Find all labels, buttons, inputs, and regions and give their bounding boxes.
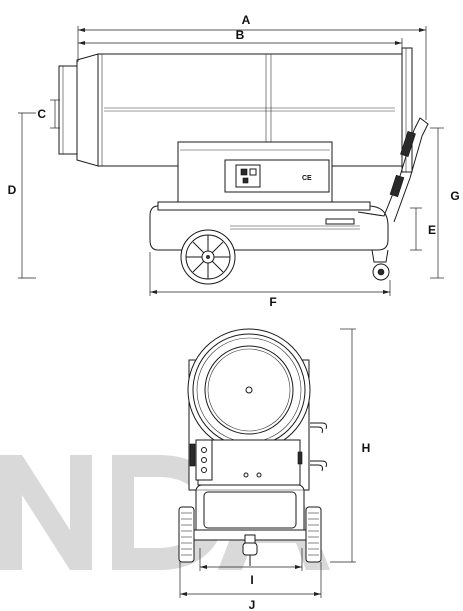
handle-grip-upper bbox=[400, 130, 416, 158]
front-caster-front bbox=[242, 534, 258, 566]
handle-bar bbox=[357, 117, 429, 223]
rear-wheel bbox=[180, 229, 236, 285]
front-left-wheel bbox=[178, 506, 195, 563]
dim-label-b: B bbox=[236, 28, 245, 42]
burner-center bbox=[245, 386, 253, 394]
front-control-column bbox=[195, 439, 213, 481]
dim-label-c: C bbox=[37, 107, 46, 121]
dim-label-d: D bbox=[8, 183, 17, 197]
hook-upper-icon bbox=[310, 422, 327, 434]
dim-label-g: G bbox=[450, 189, 459, 203]
tank-top-rim bbox=[157, 201, 371, 211]
front-dimensions: H I J bbox=[179, 328, 371, 611]
dim-label-j: J bbox=[249, 598, 256, 611]
ce-badge: CE bbox=[302, 175, 312, 182]
side-dimensions: A B C D E G F bbox=[8, 13, 460, 309]
dim-label-h: H bbox=[362, 441, 371, 455]
hook-lower-icon bbox=[310, 460, 327, 472]
dim-label-e: E bbox=[428, 223, 436, 237]
tank-cap bbox=[325, 218, 355, 225]
dim-label-i: I bbox=[250, 573, 253, 587]
switch-icon bbox=[240, 168, 248, 176]
button-icon bbox=[242, 177, 249, 184]
handle-grip-lower bbox=[389, 174, 405, 198]
air-inlet-ring bbox=[58, 65, 78, 155]
control-switch-box bbox=[235, 164, 261, 188]
indicator-icon bbox=[249, 168, 257, 176]
outlet-outer-ring bbox=[187, 328, 311, 452]
front-view bbox=[178, 328, 327, 566]
dim-label-a: A bbox=[242, 13, 251, 27]
dim-label-f: F bbox=[269, 295, 276, 309]
side-view: CE bbox=[58, 47, 429, 285]
front-caster bbox=[371, 249, 390, 281]
outlet-flange bbox=[401, 47, 413, 173]
inlet-collar bbox=[76, 53, 99, 167]
outlet-inner-ring bbox=[204, 345, 294, 435]
front-right-wheel bbox=[305, 506, 322, 563]
